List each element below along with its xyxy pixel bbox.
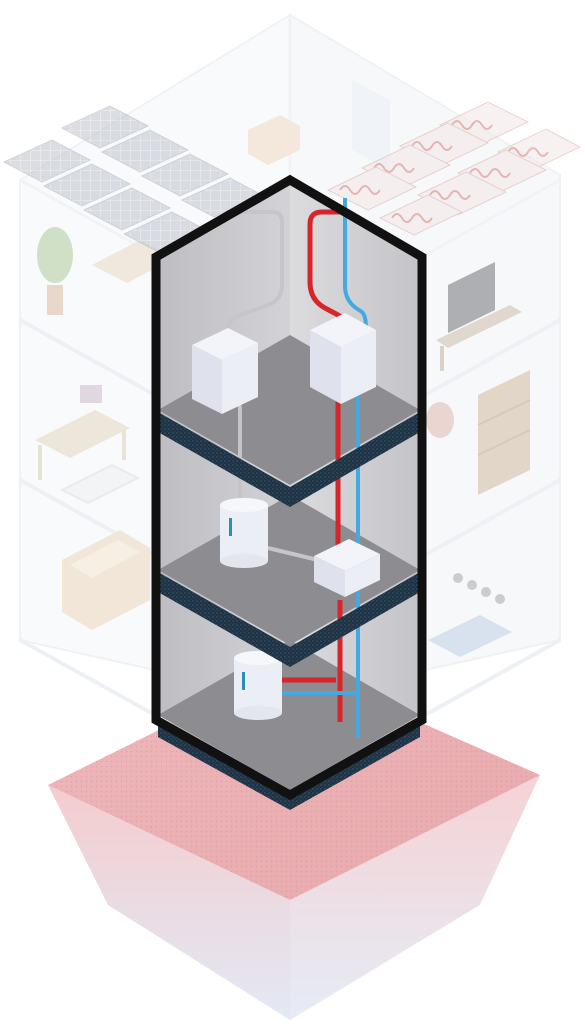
- ghost-sofa: [62, 530, 150, 630]
- floor-middle-room: [158, 495, 420, 645]
- cylinder-indicator: [242, 672, 245, 690]
- ground-side-left: [48, 785, 290, 1020]
- ghost-desk: [35, 385, 130, 480]
- ghost-rug: [428, 615, 512, 657]
- solar-panel: [42, 163, 132, 207]
- heating-panel: [378, 194, 464, 236]
- slab-middle: [158, 572, 420, 667]
- solar-panel: [82, 187, 172, 231]
- solar-panel-array: [2, 105, 264, 255]
- solar-panel: [100, 129, 190, 173]
- ghost-bookshelf: [477, 370, 531, 495]
- solar-panel: [60, 105, 150, 149]
- underfloor-heating-array: [326, 101, 582, 236]
- ghost-table-top-floor: [92, 240, 175, 283]
- controller-unit: [314, 539, 380, 597]
- hot-water-cylinder: [234, 651, 282, 720]
- ghost-plant: [37, 227, 73, 315]
- ghost-tv-unit: [436, 262, 522, 371]
- grey-pipe-link: [267, 546, 319, 562]
- heating-panel: [326, 166, 418, 211]
- cutaway-column: [151, 174, 427, 810]
- solar-panel: [2, 139, 92, 183]
- ghost-bed: [59, 463, 141, 505]
- buffer-tank: [220, 498, 268, 568]
- distribution-unit: [310, 313, 376, 404]
- slab-base: [158, 717, 420, 810]
- grey-pipe-top: [226, 210, 284, 342]
- ghost-chair: [426, 402, 454, 438]
- tank-indicator: [229, 518, 232, 536]
- ghost-armchair: [248, 115, 300, 165]
- solar-panel: [140, 153, 230, 197]
- heat-pump-unit: [192, 328, 258, 414]
- ghost-window: [352, 80, 390, 170]
- ground-side-right: [290, 775, 540, 1020]
- slab-upper: [158, 412, 420, 507]
- cutaway-frame: [151, 174, 427, 801]
- ghost-radiator-knobs: [453, 573, 505, 604]
- cold-pipe-top: [343, 198, 368, 329]
- floor-bottom-room: [158, 640, 420, 790]
